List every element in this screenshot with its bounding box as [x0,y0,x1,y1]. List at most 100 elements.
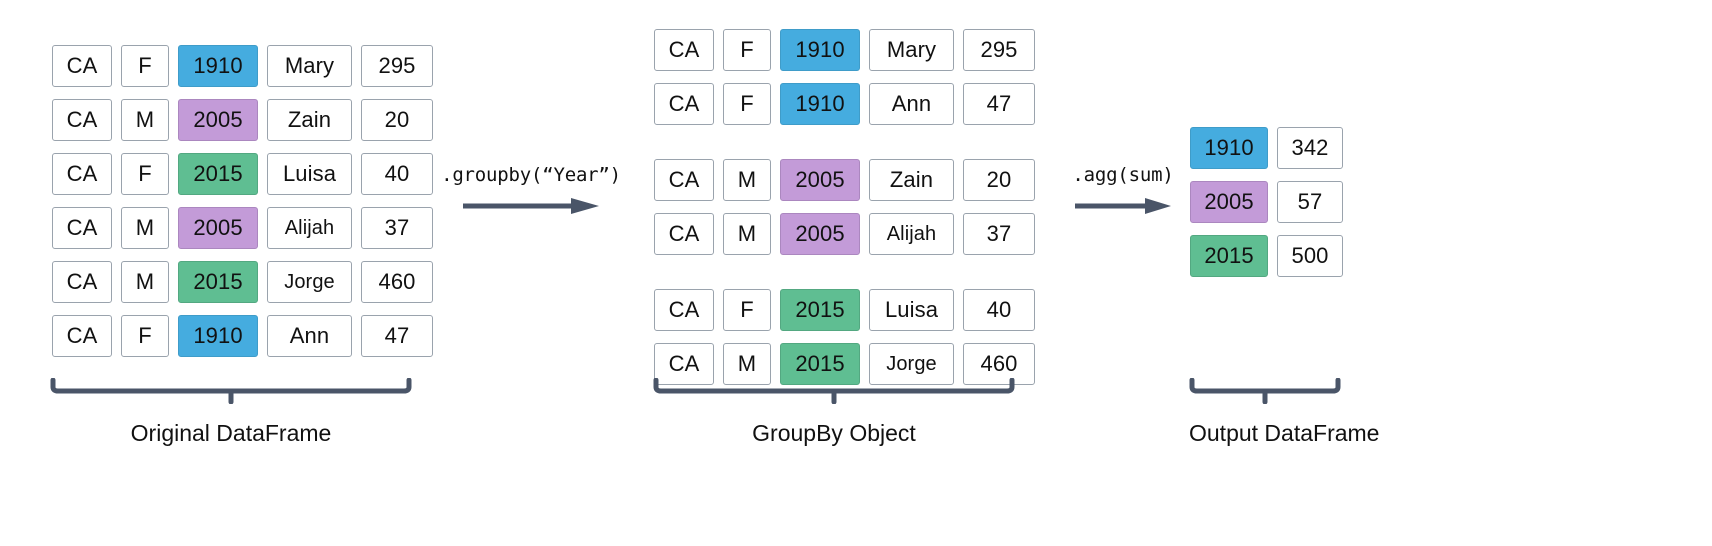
cell-year: 2015 [178,153,258,195]
cell-sex: M [723,343,771,385]
cell-name: Mary [869,29,954,71]
brace-icon [1189,377,1341,405]
cell-name: Jorge [869,343,954,385]
cell-sex: M [121,261,169,303]
arrow-right-icon [436,197,626,215]
cell-state: CA [52,315,112,357]
original-dataframe-caption: Original DataFrame [130,420,332,446]
cell-count: 20 [361,99,433,141]
cell-name: Ann [267,315,352,357]
cell-name: Ann [869,83,954,125]
cell-year: 2005 [178,99,258,141]
cell-state: CA [654,159,714,201]
transition-groupby: .groupby(“Year”) [436,164,626,215]
cell-count: 460 [361,261,433,303]
cell-year: 2015 [178,261,258,303]
cell-year: 2005 [780,159,860,201]
cell-sex: M [121,207,169,249]
cell-name: Alijah [267,207,352,249]
table-row: CA F 1910 Mary 295 [52,45,433,87]
cell-year: 2015 [1190,235,1268,277]
cell-name: Zain [267,99,352,141]
cell-sex: F [723,83,771,125]
table-row: CA F 2015 Luisa 40 [52,153,433,195]
table-row: CA M 2015 Jorge 460 [52,261,433,303]
cell-year: 2015 [780,289,860,331]
cell-sum: 57 [1277,181,1343,223]
cell-state: CA [52,261,112,303]
groupby-code-label: .groupby(“Year”) [441,164,621,186]
table-row: CA F 1910 Ann 47 [52,315,433,357]
transition-agg: .agg(sum) [1053,164,1193,215]
output-dataframe-table: 1910 342 2005 57 2015 500 [1190,127,1343,289]
cell-count: 295 [963,29,1035,71]
cell-count: 47 [963,83,1035,125]
group-separator [654,267,1035,289]
brace-icon [653,377,1015,405]
cell-name: Alijah [869,213,954,255]
table-row: CA F 1910 Ann 47 [654,83,1035,125]
cell-state: CA [654,83,714,125]
cell-state: CA [654,29,714,71]
cell-sex: M [723,213,771,255]
table-row: CA M 2005 Zain 20 [52,99,433,141]
cell-year: 1910 [780,29,860,71]
cell-state: CA [654,213,714,255]
cell-name: Luisa [869,289,954,331]
cell-name: Mary [267,45,352,87]
table-row: CA M 2005 Zain 20 [654,159,1035,201]
cell-year: 2015 [780,343,860,385]
cell-count: 40 [361,153,433,195]
cell-sex: F [121,153,169,195]
table-row: 1910 342 [1190,127,1343,169]
original-dataframe-bracket-group: Original DataFrame [50,377,412,447]
cell-state: CA [52,99,112,141]
groupby-object-caption: GroupBy Object [752,420,916,446]
table-row: CA M 2005 Alijah 37 [654,213,1035,255]
arrow-right-icon [1053,197,1193,215]
cell-name: Jorge [267,261,352,303]
table-row: CA M 2005 Alijah 37 [52,207,433,249]
cell-sex: F [121,45,169,87]
cell-sex: M [723,159,771,201]
cell-count: 460 [963,343,1035,385]
groupby-group-1910: CA F 1910 Mary 295 CA F 1910 Ann 47 [654,29,1035,125]
output-dataframe-caption: Output DataFrame [1189,420,1380,446]
groupby-group-2015: CA F 2015 Luisa 40 CA M 2015 Jorge 460 [654,289,1035,385]
cell-sex: F [723,29,771,71]
groupby-object-table: CA F 1910 Mary 295 CA F 1910 Ann 47 CA M… [654,29,1035,397]
cell-sex: M [121,99,169,141]
cell-year: 2005 [178,207,258,249]
cell-state: CA [52,207,112,249]
cell-count: 37 [963,213,1035,255]
output-dataframe-bracket-group: Output DataFrame [1189,377,1380,447]
groupby-group-2005: CA M 2005 Zain 20 CA M 2005 Alijah 37 [654,159,1035,255]
table-row: CA M 2015 Jorge 460 [654,343,1035,385]
cell-year: 2005 [1190,181,1268,223]
cell-year: 1910 [1190,127,1268,169]
cell-state: CA [654,289,714,331]
cell-count: 20 [963,159,1035,201]
cell-sum: 500 [1277,235,1343,277]
cell-year: 1910 [178,315,258,357]
cell-year: 1910 [178,45,258,87]
original-dataframe-table: CA F 1910 Mary 295 CA M 2005 Zain 20 CA … [52,45,433,369]
cell-sum: 342 [1277,127,1343,169]
table-row: 2015 500 [1190,235,1343,277]
agg-code-label: .agg(sum) [1072,164,1174,186]
groupby-object-bracket-group: GroupBy Object [653,377,1015,447]
table-row: CA F 2015 Luisa 40 [654,289,1035,331]
cell-count: 40 [963,289,1035,331]
cell-state: CA [654,343,714,385]
cell-sex: F [723,289,771,331]
cell-name: Zain [869,159,954,201]
cell-name: Luisa [267,153,352,195]
cell-sex: F [121,315,169,357]
cell-year: 1910 [780,83,860,125]
cell-state: CA [52,153,112,195]
cell-count: 47 [361,315,433,357]
cell-state: CA [52,45,112,87]
group-separator [654,137,1035,159]
table-row: CA F 1910 Mary 295 [654,29,1035,71]
